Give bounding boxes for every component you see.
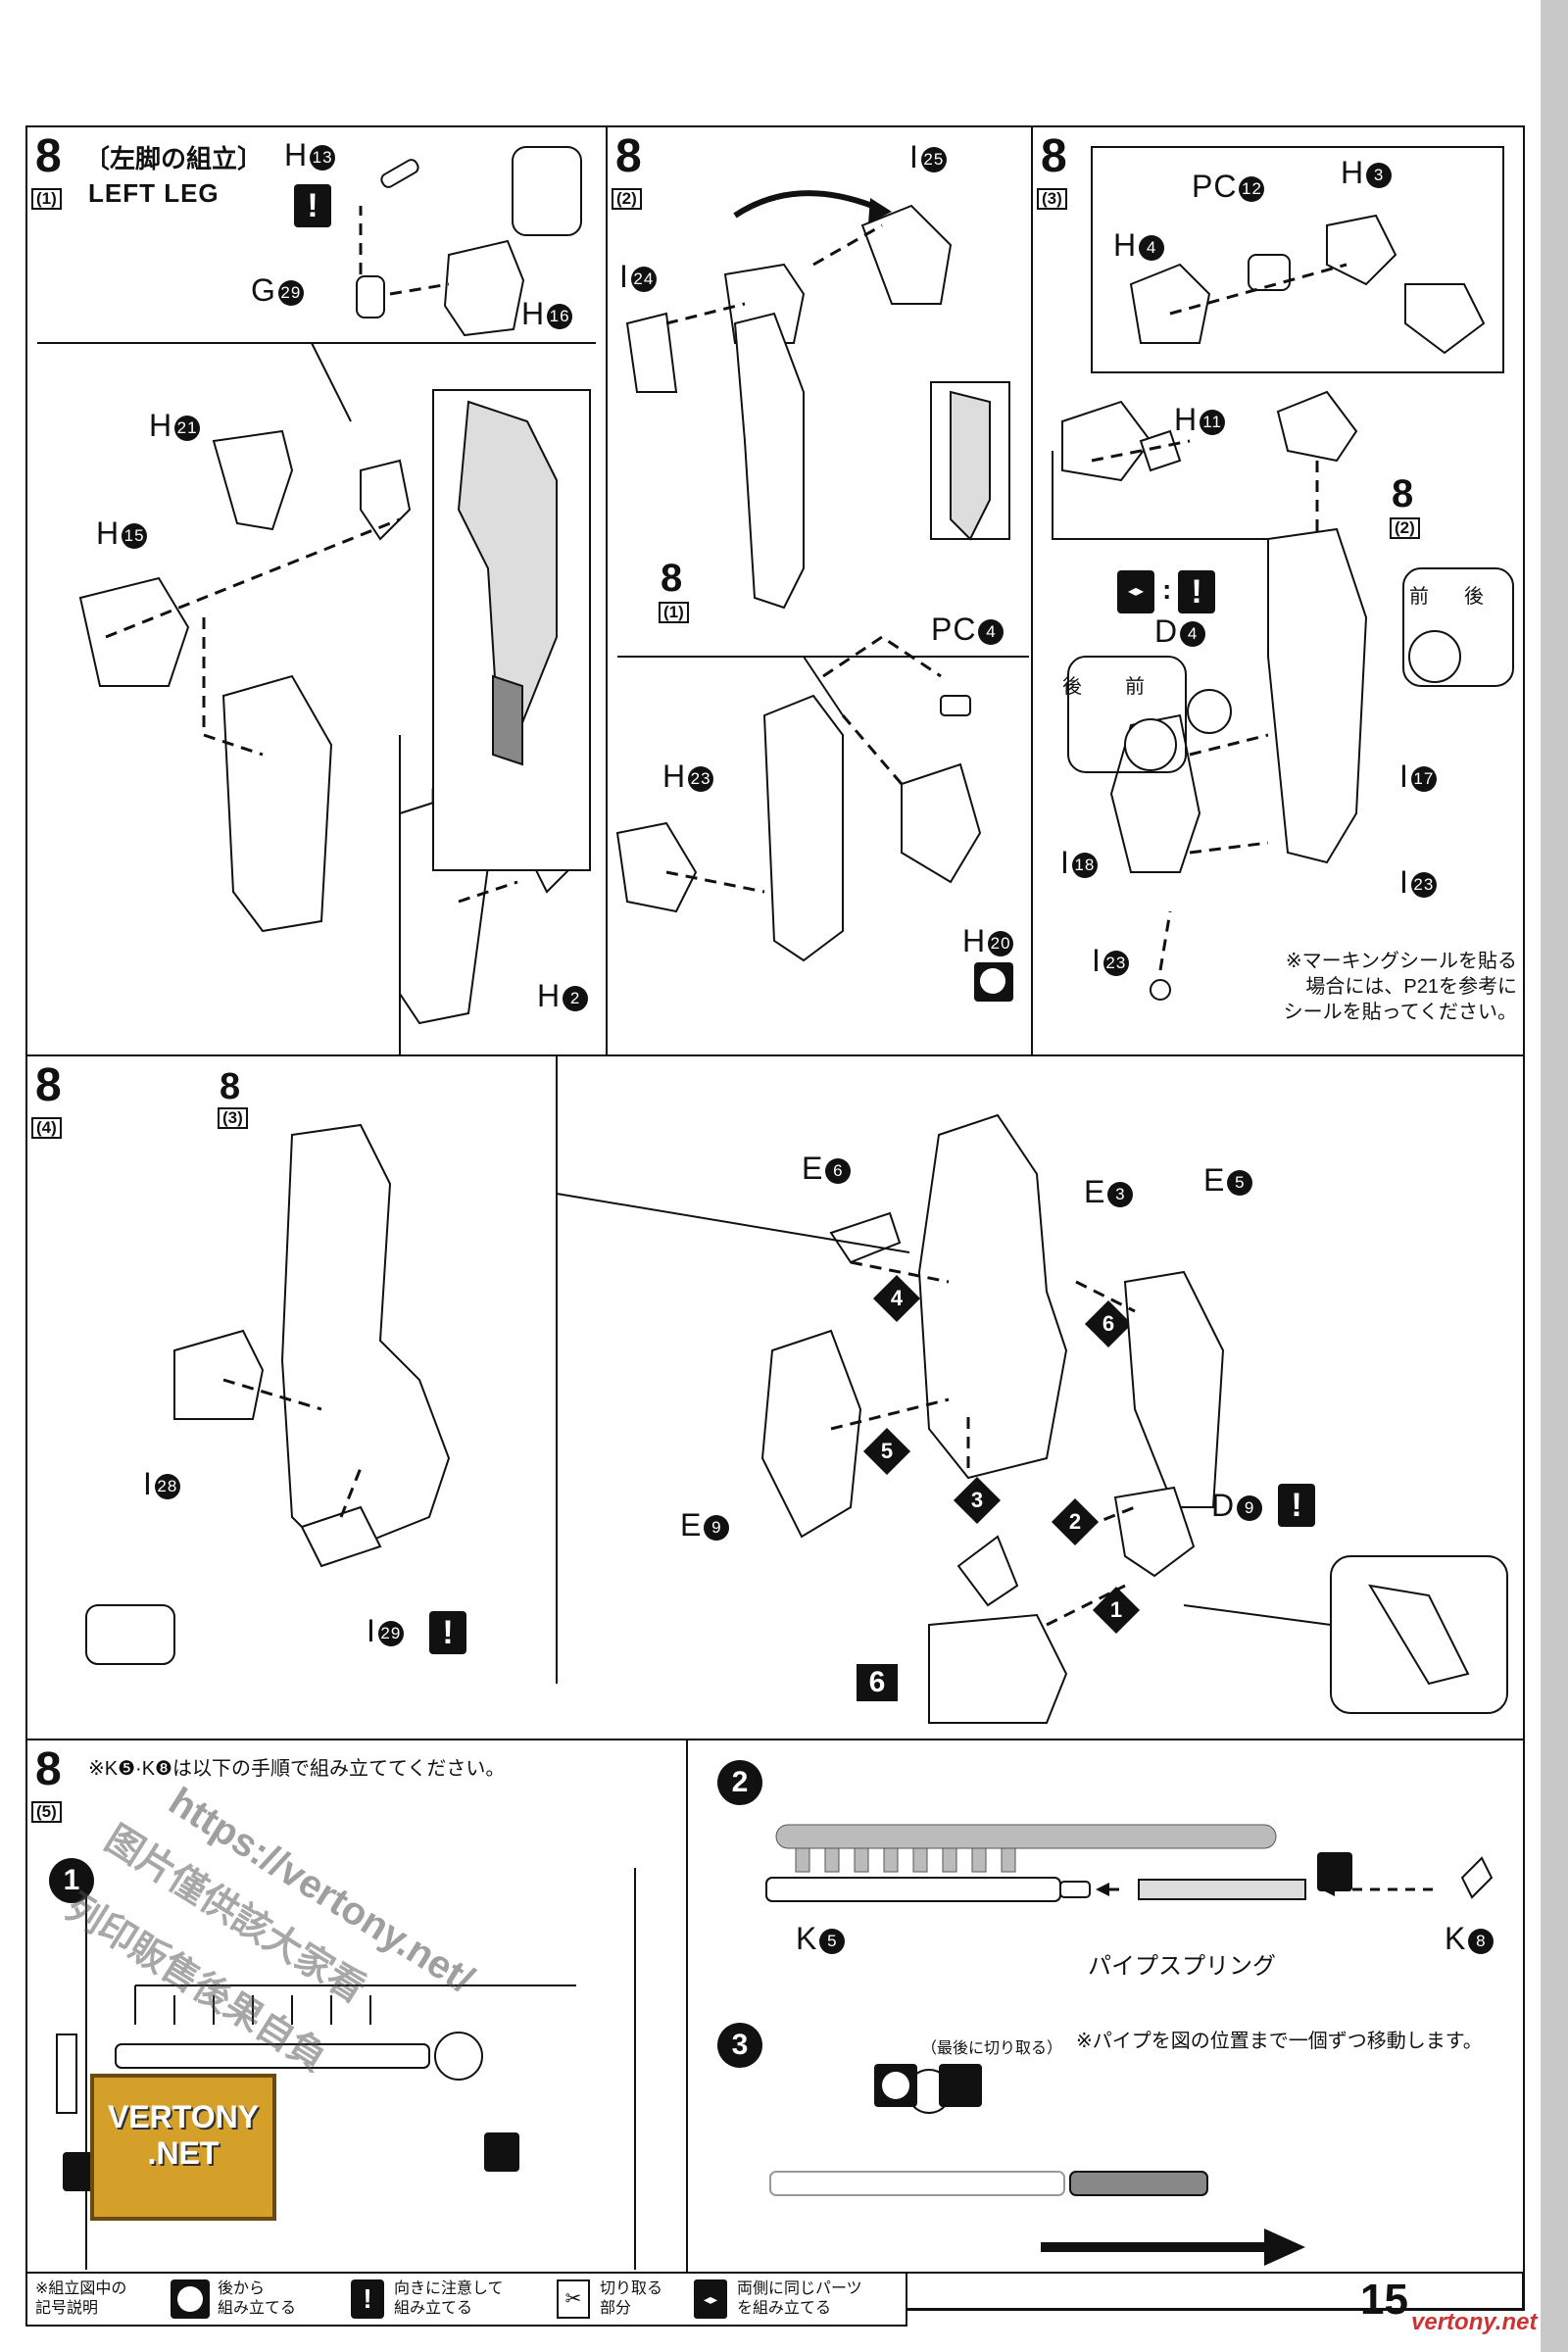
watermark-site: vertony.net [1411,2309,1538,2335]
assemble-later-icon [974,962,1013,1002]
leg-assembly-drawing-1 [37,146,596,1058]
move-note: ※パイプを図の位置まで一個ずつ移動します。 [1076,2031,1483,2052]
label-front-2: 前 [1125,676,1145,698]
step-number: 8 [35,130,62,182]
ref-step-sub: (2) [1390,517,1420,539]
step-sub: (2) [612,188,642,210]
ref-step-number: 8 [220,1066,241,1107]
label-pipe-spring: パイプスプリング [1088,1953,1276,1980]
substep-2: 2 [717,1760,762,1805]
pipe-runner-drawing-1 [56,1868,636,2270]
leg-assembly-drawing-2 [615,190,1029,962]
sticker-note: ※マーキングシールを貼る場合には、P21を参考にシールを貼ってください。 [1283,951,1517,1023]
ref-step-sub: (1) [659,602,689,623]
step-sub: (5) [31,1801,62,1823]
cut-icon: ✂ [557,2279,590,2319]
page-number: 15 [1360,2276,1408,2324]
step-number: 8 [35,1059,62,1111]
step-title-en: LEFT LEG [88,178,220,208]
pipe-runner-drawing-2 [765,1824,1494,2266]
scan-edge-right [1541,0,1568,2352]
label-back: 後 [1464,586,1484,608]
caution-icon: ! [1178,570,1215,613]
both-sides-icon: ◂▸ [694,2279,727,2319]
caution-icon: ! [351,2279,384,2319]
vertony-logo: VERTONY .NET [90,2074,276,2221]
colon-sep: : [1162,574,1172,605]
leg-assembly-drawing-3 [1052,146,1514,1001]
base-label: 6 [857,1664,898,1701]
step-number: 8 [615,130,642,182]
label-front: 前 [1409,586,1429,608]
leg-assembly-drawing-4 [85,1056,1508,1724]
both-sides-icon: ◂▸ [1117,570,1154,613]
ref-step-number: 8 [1392,472,1414,515]
step-sub: (4) [31,1117,62,1139]
panel-step8-5-a: 8 (5) ※K❺·K❽は以下の手順で組み立ててください。 1 VERTONY … [25,1739,688,2274]
caution-icon-2: ! [1278,1484,1315,1527]
step-number: 8 [1041,130,1067,182]
substep-3: 3 [717,2023,762,2068]
caution-icon: ! [429,1611,466,1654]
step-number: 8 [35,1743,62,1795]
instruction-text: ※K❺·K❽は以下の手順で組み立ててください。 [88,1758,506,1780]
symbol-legend: ※組立図中の記号説明 後から組み立てる ! 向きに注意して組み立てる ✂ 切り取… [25,2272,907,2327]
step-sub: (3) [1037,188,1067,210]
assemble-later-icon [171,2279,210,2319]
logo-line1: VERTONY [107,2099,260,2134]
logo-line2: .NET [147,2135,220,2171]
ref-step-number: 8 [661,557,683,600]
ref-step-sub: (3) [218,1107,248,1129]
legend-title: ※組立図中の記号説明 [35,2280,127,2317]
caution-icon: ! [294,184,331,227]
step-title-jp: 〔左脚の組立〕 [84,144,264,173]
last-cut-note: （最後に切り取る） [921,2040,1063,2057]
step-sub: (1) [31,188,62,210]
